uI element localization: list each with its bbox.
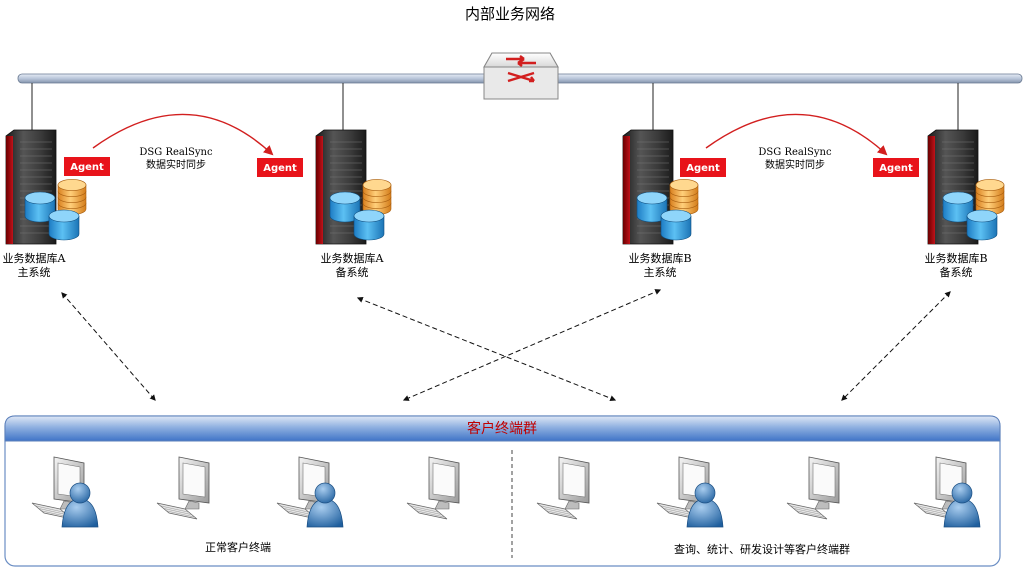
svg-text:Agent: Agent [686,163,720,174]
sync-label-a-line1: DSG RealSync [139,147,213,158]
server-a-primary-name: 业务数据库A [3,251,67,265]
special-clients-label: 查询、统计、研发设计等客户终端群 [674,542,850,556]
page-title: 内部业务网络 [465,5,555,23]
normal-clients-label: 正常客户终端 [205,540,271,554]
server-b-primary-role: 主系统 [644,266,677,279]
sync-label-b-line2: 数据实时同步 [765,158,825,171]
agent-badge: Agent [257,158,303,177]
computer-terminal-icon [156,456,210,520]
computer-terminal-icon [786,456,840,520]
connection-arrows [61,289,951,402]
computer-terminal-icon [536,456,590,520]
server-b-standby-name: 业务数据库B [924,251,987,265]
agent-badge: Agent [680,158,726,177]
database-server-icon [927,129,1005,245]
sync-label-b-line1: DSG RealSync [758,147,832,158]
svg-text:Agent: Agent [263,163,297,174]
database-server-icon [315,129,392,245]
sync-arrow-a [92,113,274,156]
computer-terminal-icon [406,456,460,520]
svg-text:Agent: Agent [879,163,913,174]
database-server-icon [5,129,87,245]
server-b-standby-role: 备系统 [940,265,973,279]
agent-badge: Agent [873,158,919,177]
user-workstation-icon [31,456,99,528]
server-a-primary-role: 主系统 [18,266,51,279]
database-server-icon [622,129,699,245]
user-workstation-icon [656,456,724,528]
client-cluster-title: 客户终端群 [467,420,537,437]
sync-label-a-line2: 数据实时同步 [146,158,206,171]
svg-text:Agent: Agent [70,162,104,173]
router-icon [483,52,559,100]
server-a-standby-name: 业务数据库A [321,251,385,265]
server-b-primary-name: 业务数据库B [628,251,691,265]
user-workstation-icon [276,456,344,528]
agent-badge: Agent [64,157,110,176]
sync-arrow-b [705,113,888,156]
user-workstation-icon [913,456,981,528]
server-a-standby-role: 备系统 [336,265,369,279]
client-cluster-panel: 客户终端群 [4,415,1001,567]
